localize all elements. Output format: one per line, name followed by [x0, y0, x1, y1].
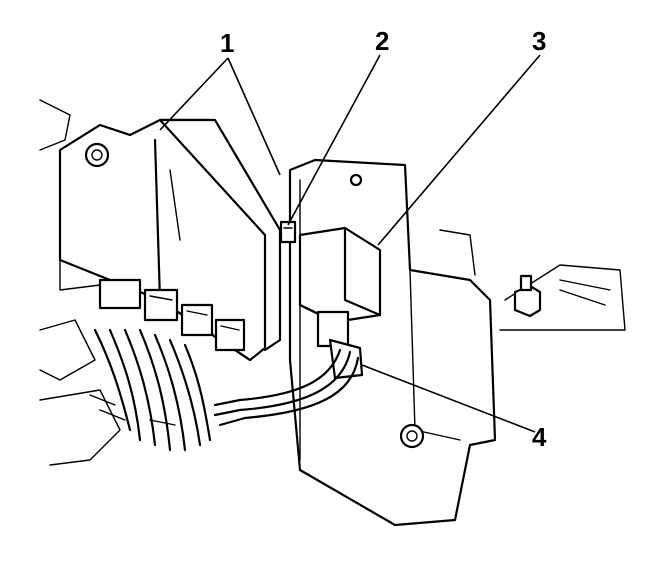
callout-1: 1	[220, 28, 234, 58]
right-structure	[499, 264, 626, 331]
leader-lines	[159, 54, 541, 433]
module-housing	[58, 118, 282, 362]
relay-module	[298, 226, 382, 348]
connector-and-wire	[213, 338, 364, 427]
callout-2: 2	[375, 26, 389, 56]
wire-harness-left	[39, 99, 212, 466]
retaining-clip	[279, 220, 297, 244]
callout-4: 4	[532, 422, 547, 452]
callout-3: 3	[532, 26, 546, 56]
